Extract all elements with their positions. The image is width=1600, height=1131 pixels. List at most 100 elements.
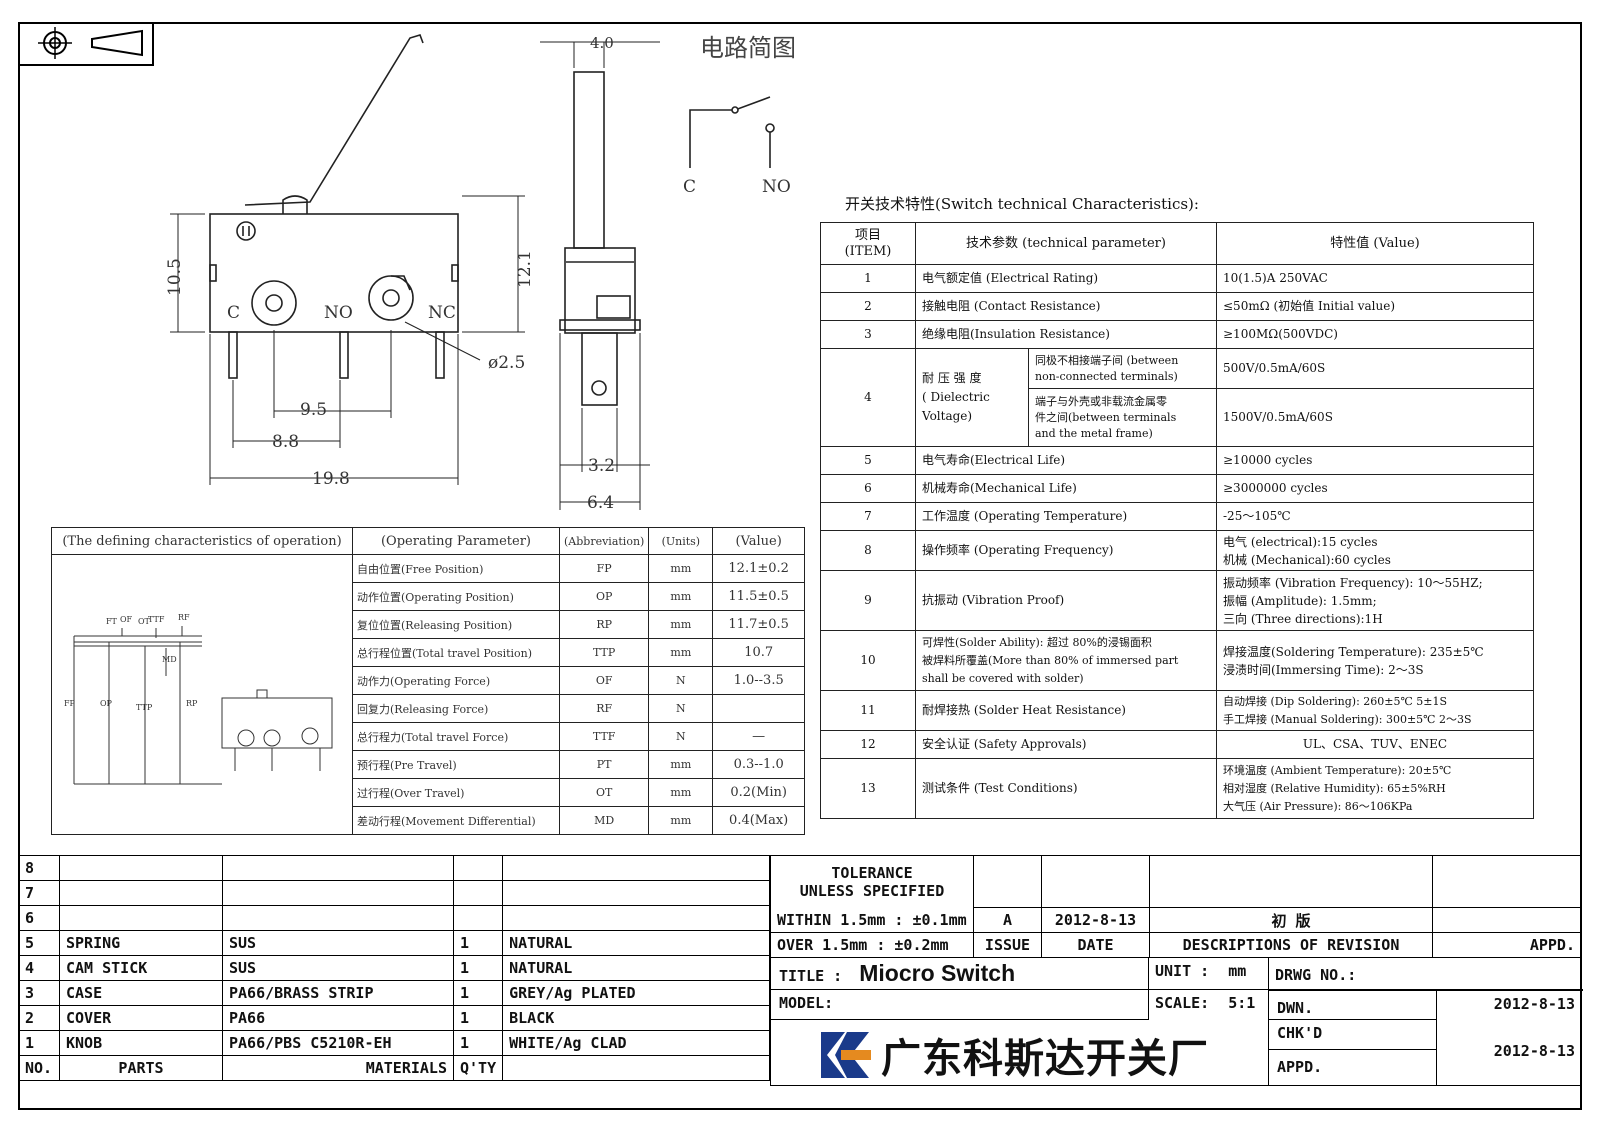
ops-value: 0.2(Min) (712, 778, 805, 807)
ops-value: 11.7±0.5 (712, 610, 805, 639)
ops-abbr: TTF (558, 722, 650, 751)
spec-val2: 1500V/0.5mA/60S (1216, 388, 1534, 447)
dim-length: 19.8 (312, 469, 350, 489)
spec-val1: 500V/0.5mA/60S (1216, 348, 1534, 389)
bom-note: BLACK (502, 1005, 770, 1031)
ops-unit: mm (648, 554, 714, 583)
spec-value: 焊接温度(Soldering Temperature): 235±5℃ 浸渍时间… (1216, 630, 1534, 691)
diag-md: MD (162, 655, 177, 664)
bom-qty (452, 855, 504, 881)
chkd-label: CHK'D (1269, 1020, 1437, 1050)
circuit-title: 电路简图 (700, 34, 796, 62)
diag-ttp: TTP (136, 703, 153, 712)
dwn-label: DWN. (1269, 990, 1437, 1020)
bom-material: PA66/PBS C5210R-EH (222, 1030, 454, 1056)
tolerance-line1: TOLERANCE (831, 863, 913, 882)
ops-abbr: RF (558, 694, 650, 723)
operating-table: (The defining characteristics of operati… (51, 527, 805, 835)
bom-material (222, 905, 454, 931)
bom-no: 1 (18, 1030, 60, 1056)
ops-header-defining: (The defining characteristics of operati… (51, 527, 353, 555)
ops-param: 自由位置(Free Position) (352, 554, 560, 583)
dim-top-width: 4.0 (590, 34, 614, 52)
spec-value: -25～105℃ (1216, 502, 1534, 531)
issue-label: ISSUE (973, 932, 1042, 958)
ops-abbr: RP (558, 610, 650, 639)
spec-value: 10(1.5)A 250VAC (1216, 264, 1534, 293)
bom-part: CASE (59, 980, 223, 1006)
bom-no: 2 (18, 1005, 60, 1031)
description-label: DESCRIPTIONS OF REVISION (1149, 932, 1433, 958)
title-value: Miocro Switch (859, 960, 1016, 986)
ops-param: 动作位置(Operating Position) (352, 582, 560, 611)
ops-param: 差动行程(Movement Differential) (352, 806, 560, 835)
spec-value: ≥3000000 cycles (1216, 474, 1534, 503)
ops-param: 总行程力(Total travel Force) (352, 722, 560, 751)
spec-param: 抗振动 (Vibration Proof) (915, 570, 1217, 631)
dwn-date: 2012-8-13 (1437, 990, 1583, 1020)
drawing-frame (18, 22, 1582, 1110)
diag-ot: OT (138, 617, 151, 626)
ops-abbr: OP (558, 582, 650, 611)
revision-description: 初 版 (1149, 907, 1433, 933)
diag-rf: RF (178, 613, 190, 622)
ops-abbr: OF (558, 666, 650, 695)
spec-no: 6 (820, 474, 916, 503)
ops-unit: mm (648, 778, 714, 807)
ops-header-units: (Units) (648, 527, 714, 555)
bom-note (502, 855, 770, 881)
bom-qty (452, 880, 504, 906)
bom-no: 5 (18, 930, 60, 956)
ops-param: 预行程(Pre Travel) (352, 750, 560, 779)
bom-note: NATURAL (502, 955, 770, 981)
dim-height-left: 10.5 (165, 258, 185, 296)
chkd-date: 2012-8-13 (1493, 1042, 1575, 1060)
spec-header-param: 技术参数 (technical parameter) (915, 222, 1217, 265)
operation-diagram-cell: FT OF OT TTF RF MD FP OP TTP RP (51, 554, 353, 835)
ops-abbr: MD (558, 806, 650, 835)
bom-note: GREY/Ag PLATED (502, 980, 770, 1006)
spec-value: UL、CSA、TUV、ENEC (1216, 730, 1534, 759)
projection-icon (38, 27, 143, 59)
ops-param: 复位位置(Releasing Position) (352, 610, 560, 639)
ops-value: — (712, 722, 805, 751)
dim-hole: ø2.5 (488, 353, 525, 373)
ops-abbr: PT (558, 750, 650, 779)
spec-value: ≥10000 cycles (1216, 446, 1534, 475)
ops-unit: mm (648, 806, 714, 835)
ops-param: 动作力(Operating Force) (352, 666, 560, 695)
ops-param: 回复力(Releasing Force) (352, 694, 560, 723)
bom-qty (452, 905, 504, 931)
diag-ft: FT (106, 617, 118, 626)
bom-part (59, 905, 223, 931)
spec-value: 环境温度 (Ambient Temperature): 20±5℃ 相对湿度 (… (1216, 758, 1534, 819)
switch-drawing: 4.0 电路简图 C NO 10.5 12.1 C NO NC ø2.5 9.5… (165, 34, 796, 513)
bom-footer-qty: Q'TY (452, 1055, 504, 1081)
unit-value: mm (1228, 962, 1247, 980)
bom-no: 6 (18, 905, 60, 931)
spec-sub1: 同极不相接端子间 (between non-connected terminal… (1028, 348, 1217, 389)
bom-footer-parts: PARTS (59, 1055, 223, 1081)
spec-param: 测试条件 (Test Conditions) (915, 758, 1217, 819)
spec-no: 7 (820, 502, 916, 531)
spec-param: 机械寿命(Mechanical Life) (915, 474, 1217, 503)
bom-part (59, 880, 223, 906)
spec-sub2: 端子与外壳或非载流金属零 件之间(between terminals and t… (1028, 388, 1217, 447)
diag-ttf: TTF (148, 615, 165, 624)
spec-value: 电气 (electrical):15 cycles 机械 (Mechanical… (1216, 530, 1534, 571)
spec-table-wrap: 项目 (ITEM) 技术参数 (technical parameter) 特性值… (820, 222, 1534, 819)
bom-material: PA66 (222, 1005, 454, 1031)
bom-material: PA66/BRASS STRIP (222, 980, 454, 1006)
spec-value: ≥100MΩ(500VDC) (1216, 320, 1534, 349)
spec-param: 操作频率 (Operating Frequency) (915, 530, 1217, 571)
revision-date: 2012-8-13 (1041, 907, 1150, 933)
company-name: 广东科斯达开关厂 (881, 1036, 1209, 1082)
spec-param: 可焊性(Solder Ability): 超过 80%的浸锡面积 被焊料所覆盖(… (915, 630, 1217, 691)
title-lower: TITLE : Miocro Switch UNIT : mm DRWG NO.… (770, 958, 1583, 1086)
bom-material (222, 855, 454, 881)
bom-no: 4 (18, 955, 60, 981)
diag-op: OP (100, 699, 113, 708)
ops-value: 12.1±0.2 (712, 554, 805, 583)
